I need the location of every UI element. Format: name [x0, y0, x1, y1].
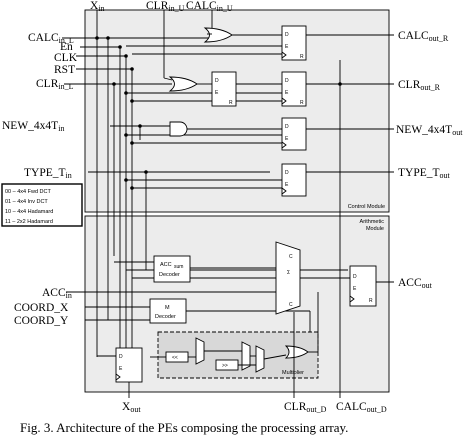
type-legend: 00 – 4x4 Fwd DCT 01 – 4x4 Inv DCT 10 – 4…	[1, 183, 83, 227]
svg-text:TYPE_Tin: TYPE_Tin	[24, 167, 72, 180]
svg-text:E: E	[285, 136, 289, 142]
adder-sigma: C Σ C	[150, 241, 350, 315]
label-clr-out-r: CLRout_R	[398, 79, 441, 92]
or-gate-calc	[203, 27, 282, 43]
legend-item: 00 – 4x4 Fwd DCT	[5, 189, 51, 195]
svg-text:CALCout_D: CALCout_D	[336, 401, 387, 414]
svg-text:E: E	[353, 286, 357, 292]
svg-text:R: R	[300, 100, 304, 106]
svg-text:<<: <<	[172, 355, 178, 361]
svg-text:E: E	[285, 90, 289, 96]
label-acc-out: ACCout	[398, 277, 433, 290]
label-coord-y: COORD_Y	[14, 315, 69, 327]
svg-text:Xout: Xout	[122, 401, 141, 414]
svg-text:sum: sum	[174, 264, 183, 270]
legend-item: 10 – 4x4 Hadamard	[5, 209, 53, 215]
svg-text:CLRin_U: CLRin_U	[146, 0, 185, 13]
svg-text:R: R	[229, 100, 233, 106]
svg-text:C: C	[289, 302, 293, 308]
arithmetic-module-label-1: Arithmetic	[360, 219, 385, 225]
junction-dots	[95, 36, 342, 190]
svg-text:ACC: ACC	[160, 262, 172, 268]
label-clr-out-d: CLRout_D	[284, 401, 327, 414]
svg-text:D: D	[353, 274, 357, 280]
svg-text:D: D	[285, 32, 289, 38]
svg-text:C: C	[289, 254, 293, 260]
label-new4x4t-in: NEW_4x4Tin	[2, 120, 64, 133]
svg-text:CALCout_R: CALCout_R	[398, 30, 449, 43]
label-clk: CLK	[54, 52, 78, 64]
svg-text:CALCin_U: CALCin_U	[186, 0, 233, 13]
label-calc-out-r: CALCout_R	[398, 30, 449, 43]
svg-text:CALCin_L: CALCin_L	[28, 32, 74, 45]
label-xin: Xin	[90, 0, 105, 13]
multiplier-muxes	[150, 292, 319, 373]
svg-text:NEW_4x4Tout: NEW_4x4Tout	[396, 124, 463, 137]
svg-text:NEW_4x4Tin: NEW_4x4Tin	[2, 120, 64, 133]
label-type-t-out: TYPE_Tout	[398, 167, 451, 180]
register-type: D E	[281, 163, 394, 197]
svg-text:E: E	[285, 182, 289, 188]
svg-text:D: D	[285, 124, 289, 130]
svg-text:D: D	[285, 170, 289, 176]
multiplier-label: Multiplier	[282, 370, 304, 376]
legend-item: 01 – 4x4 Inv DCT	[5, 199, 48, 205]
label-acc-in: ACCin	[42, 287, 72, 300]
svg-text:CLRout_R: CLRout_R	[398, 79, 441, 92]
svg-text:R: R	[300, 54, 304, 60]
label-coord-x: COORD_X	[14, 302, 69, 314]
label-calc-in-l: CALCin_L	[28, 32, 74, 45]
control-module-panel	[84, 9, 390, 213]
control-module-label: Control Module	[348, 204, 385, 210]
shift-right-block: >>	[215, 359, 239, 371]
register-clr-2: D E R	[281, 71, 394, 107]
svg-text:TYPE_Tout: TYPE_Tout	[398, 167, 451, 180]
register-acc: D E R	[349, 265, 394, 307]
label-clr-in-l: CLRin_L	[36, 78, 74, 91]
label-en: En	[60, 41, 73, 53]
register-xout: D E	[97, 347, 143, 398]
label-clr-in-u: CLRin_U	[146, 0, 185, 13]
label-calc-out-d: CALCout_D	[336, 401, 387, 414]
register-clr-1: D E R	[211, 71, 282, 107]
svg-text:D: D	[215, 78, 219, 84]
svg-text:D: D	[285, 78, 289, 84]
svg-text:E: E	[285, 44, 289, 50]
register-new4x4: D E	[281, 117, 394, 151]
svg-text:CLRout_D: CLRout_D	[284, 401, 327, 414]
label-calc-in-u: CALCin_U	[186, 0, 233, 13]
label-xout: Xout	[122, 401, 141, 414]
label-type-t-in: TYPE_Tin	[24, 167, 72, 180]
legend-item: 11 – 2x2 Hadamard	[5, 219, 53, 225]
svg-text:Decoder: Decoder	[159, 272, 180, 278]
figure-caption: Fig. 3. Architecture of the PEs composin…	[20, 420, 348, 435]
acc-decoder: ACC sum Decoder	[114, 255, 276, 283]
label-rst: RST	[54, 64, 75, 76]
svg-text:Xin: Xin	[90, 0, 105, 13]
svg-text:ACCout: ACCout	[398, 277, 433, 290]
m-decoder: M Decoder	[149, 298, 311, 332]
svg-text:ACCin: ACCin	[42, 287, 72, 300]
label-new4x4t-out: NEW_4x4Tout	[396, 124, 463, 137]
svg-text:Decoder: Decoder	[155, 314, 176, 320]
arithmetic-module-label-2: Module	[366, 226, 384, 232]
svg-text:>>: >>	[222, 363, 228, 369]
svg-text:Σ: Σ	[287, 270, 290, 276]
svg-text:CLRin_L: CLRin_L	[36, 78, 74, 91]
svg-text:M: M	[165, 305, 170, 311]
or-gate-clr	[163, 76, 212, 92]
svg-text:E: E	[215, 90, 219, 96]
svg-text:E: E	[119, 366, 123, 372]
svg-text:R: R	[369, 298, 373, 304]
bottom-output-wires	[293, 60, 341, 398]
and-gate-new4x4	[169, 121, 282, 137]
register-calc: D E R	[281, 25, 394, 61]
left-input-wires	[62, 37, 270, 372]
svg-text:D: D	[119, 354, 123, 360]
shift-left-block: <<	[165, 351, 189, 363]
